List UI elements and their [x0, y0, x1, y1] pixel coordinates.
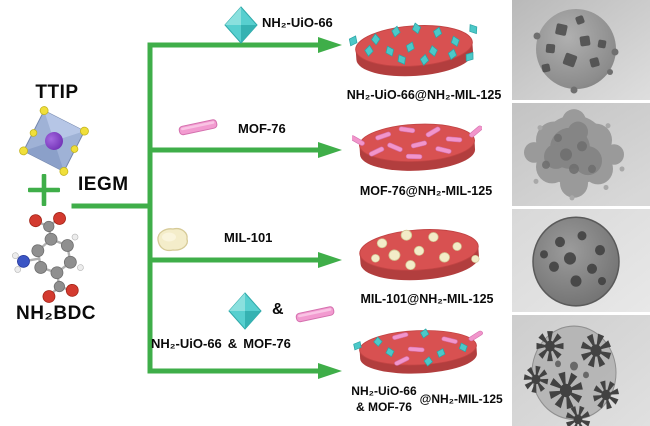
- branch4-icon-ampersand: &: [272, 301, 284, 318]
- branch4-additive-label: NH₂-UiO-66 & MOF-76: [151, 336, 291, 351]
- nh2bdc-label: NH₂BDC: [15, 303, 97, 324]
- nh2bdc-molecule-structure: [12, 212, 84, 303]
- composite-disk-nh2-uio-66: [348, 21, 480, 77]
- branch3-additive-label: MIL-101: [224, 230, 273, 245]
- branch2-additive-label: MOF-76: [238, 121, 286, 136]
- branch3-product-label: MIL-101@NH₂-MIL-125: [360, 292, 494, 306]
- composite-disk-mil-101: [359, 229, 480, 281]
- nh2-uio-66-octahedron-icon-2: [228, 292, 262, 330]
- branch4-product-suffix: @NH₂-MIL-125: [419, 392, 503, 407]
- branch1-additive-label: NH₂-UiO-66: [262, 15, 333, 30]
- branch4-product-label: NH₂-UiO-66 & MOF-76 @NH₂-MIL-125: [338, 383, 516, 415]
- branch4-additive-ampersand: &: [227, 336, 238, 351]
- branch4-additive-part2: MOF-76: [243, 336, 291, 351]
- branch4-product-line1: NH₂-UiO-66: [351, 384, 417, 398]
- composite-disk-dual: [352, 327, 484, 374]
- branch4-additive-part1: NH₂-UiO-66: [151, 336, 222, 351]
- mil-101-particle-icon: [157, 227, 188, 252]
- branch4-product-line2: & MOF-76: [355, 400, 412, 415]
- tem-image-nh2-uio-66-composite: [512, 0, 650, 100]
- composite-disk-mof-76: [352, 123, 482, 171]
- plus-icon: [28, 174, 60, 206]
- ttip-molecule-structure: [19, 106, 89, 176]
- tem-image-mof-76-composite: [512, 103, 650, 206]
- tem-image-mil-101-composite: [512, 209, 650, 312]
- ttip-label: TTIP: [35, 82, 79, 103]
- mof-76-rod-icon-2: [295, 306, 335, 323]
- tem-image-dual-composite: [512, 315, 650, 426]
- branch2-product-label: MOF-76@NH₂-MIL-125: [359, 184, 493, 198]
- mof-76-rod-icon: [178, 119, 218, 136]
- iegm-method-label: IEGM: [78, 174, 129, 195]
- branch1-product-label: NH₂-UiO-66@NH₂-MIL-125: [346, 88, 502, 102]
- nh2-uio-66-octahedron-icon: [224, 6, 258, 44]
